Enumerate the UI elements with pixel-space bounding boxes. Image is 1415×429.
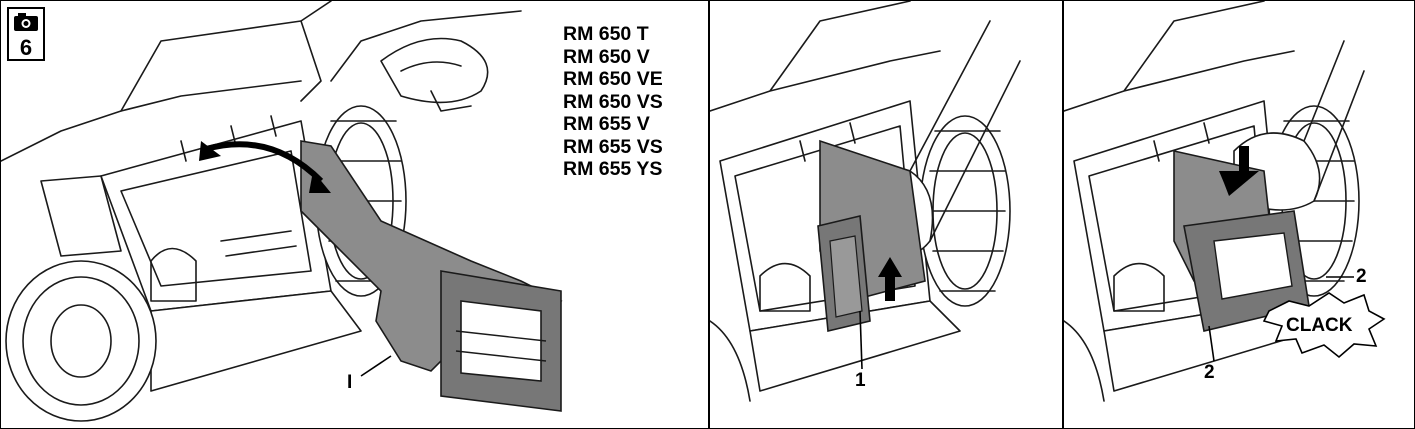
model-item: RM 650 VE <box>563 68 663 90</box>
panel-3-illustration <box>1064 1 1386 402</box>
model-item: RM 655 V <box>563 113 650 135</box>
tab-label: 1 <box>855 370 866 391</box>
hook-left-leader-line <box>1208 325 1215 362</box>
camera-icon <box>14 13 38 31</box>
model-item: RM 655 VS <box>563 135 663 158</box>
model-item: RM 650 T <box>563 23 649 45</box>
panel-step-3: 2 2 CLACK <box>1063 0 1415 429</box>
panel-step-2: 1 <box>709 0 1063 429</box>
hook-right-label: 2 <box>1356 266 1367 287</box>
model-item: RM 650 V <box>563 45 650 68</box>
up-arrow-icon <box>878 257 902 301</box>
panel-1-illustration <box>1 1 563 422</box>
model-item: RM 655 YS <box>563 158 663 180</box>
part-leader-line <box>360 355 392 377</box>
part-label: I <box>347 372 353 393</box>
hook-left-label: 2 <box>1204 362 1215 383</box>
panel-2-illustration <box>710 1 1021 402</box>
clack-burst-icon <box>1262 292 1386 359</box>
tab-leader-line <box>859 310 863 370</box>
curved-arrow-icon <box>205 141 324 184</box>
clack-label: CLACK <box>1286 315 1353 336</box>
model-item: RM 650 VS <box>563 90 663 113</box>
step-badge: 6 <box>7 7 45 61</box>
model-list: RM 650 T RM 650 V RM 650 VE RM 650 VS RM… <box>563 23 663 181</box>
step-number: 6 <box>19 35 33 60</box>
down-arrow-icon <box>1219 146 1259 196</box>
panel-step-1: 6 RM 650 T RM 650 V RM 650 VE RM 650 VS … <box>0 0 709 429</box>
